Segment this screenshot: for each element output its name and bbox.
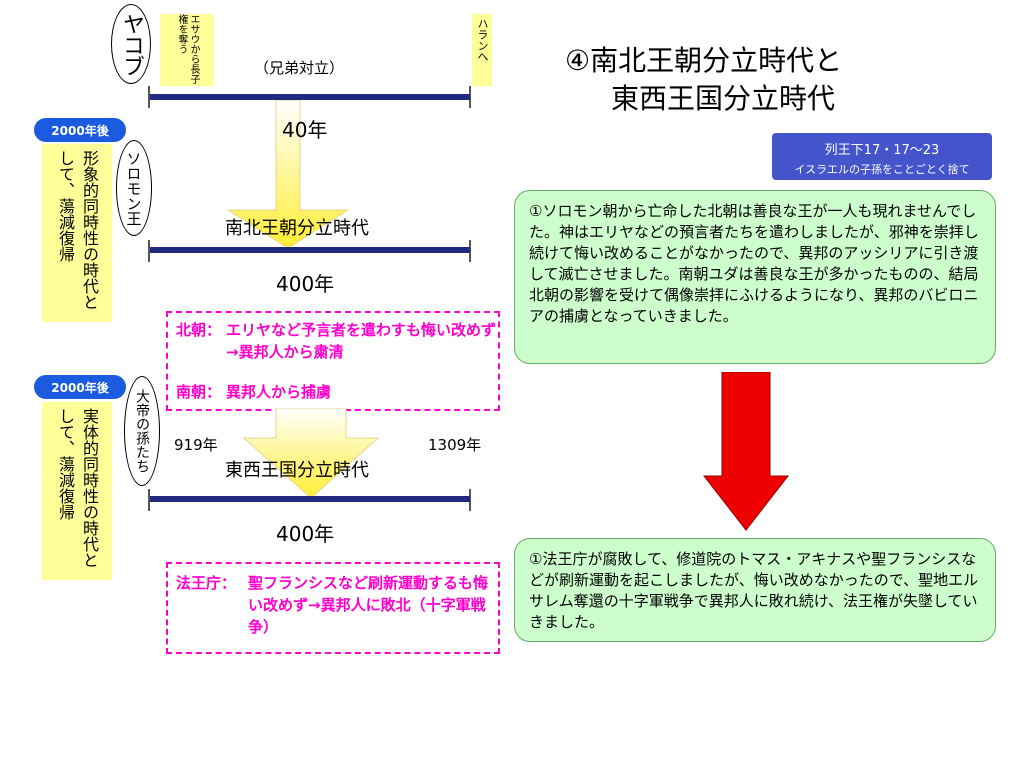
solomon-oval: ソロモン王: [116, 140, 152, 236]
south-dynasty-label: 南朝：: [176, 383, 222, 401]
haran-box: ハランへ: [472, 14, 492, 86]
south-dynasty-text: 異邦人から捕虜: [226, 383, 332, 401]
timeline-3-start-tick: [148, 489, 150, 511]
timeline-1-start-tick: [148, 86, 150, 108]
timeline-2-end-tick: [469, 240, 471, 262]
years-400-label-2: 400年: [276, 522, 335, 546]
years-400-label-1: 400年: [276, 272, 335, 296]
years-40-label: 40年: [282, 118, 328, 142]
timeline-1-bar: [150, 94, 470, 100]
scripture-reference: 列王下17・17〜23 イスラエルの子孫をことごとく捨て: [772, 133, 992, 180]
north-south-era-label: 南北王朝分立時代: [225, 218, 369, 239]
great-grandchildren-oval: 大帝の孫たち: [124, 376, 160, 486]
papacy-box: [166, 562, 500, 654]
timeline-2-bar: [150, 247, 470, 253]
jacob-oval: ヤコブ: [111, 4, 151, 84]
title-line-2: 東西王国分立時代: [611, 82, 836, 115]
explanation-lower: ①法王庁が腐敗して、修道院のトマス・アキナスや聖フランシスなどが刷新運動を起こし…: [514, 538, 996, 642]
page-title: ④南北王朝分立時代と 東西王国分立時代: [565, 42, 965, 118]
badge-2000-years-later-1: 2000年後: [34, 118, 126, 142]
down-arrow-2: [242, 408, 380, 499]
explanation-upper: ①ソロモン朝から亡命した北朝は善良な王が一人も現れませんでした。神はエリヤなどの…: [514, 190, 996, 364]
badge-2000-years-later-2: 2000年後: [34, 375, 126, 399]
red-down-arrow: [702, 372, 790, 531]
timeline-1-end-tick: [469, 86, 471, 108]
year-1309-label: 1309年: [428, 436, 482, 454]
timeline-3-end-tick: [469, 489, 471, 511]
esau-box: エサウから長子権を奪う: [160, 14, 214, 86]
timeline-3-bar: [150, 496, 470, 502]
down-arrow-1: [226, 100, 350, 249]
title-line-1: ④南北王朝分立時代と: [565, 44, 843, 77]
east-west-era-label: 東西王国分立時代: [225, 460, 369, 481]
papacy-text: 聖フランシスなど刷新運動するも悔い改めず→異邦人に敗北（十字軍戦争）: [248, 574, 489, 636]
reference-line-2: イスラエルの子孫をことごとく捨て: [794, 163, 970, 176]
symbolic-synchronicity-box: 形象的同時性の時代として、蕩減復帰: [42, 144, 112, 322]
year-919-label: 919年: [174, 436, 218, 454]
papacy-label: 法王庁：: [176, 574, 237, 592]
substantial-synchronicity-box: 実体的同時性の時代として、蕩減復帰: [42, 402, 112, 580]
brother-conflict-label: （兄弟対立）: [254, 59, 345, 77]
timeline-2-start-tick: [148, 240, 150, 262]
north-dynasty-label: 北朝：: [176, 321, 222, 339]
north-dynasty-text: エリヤなど予言者を遣わすも悔い改めず→異邦人から粛清: [226, 321, 497, 361]
reference-line-1: 列王下17・17〜23: [824, 143, 940, 158]
